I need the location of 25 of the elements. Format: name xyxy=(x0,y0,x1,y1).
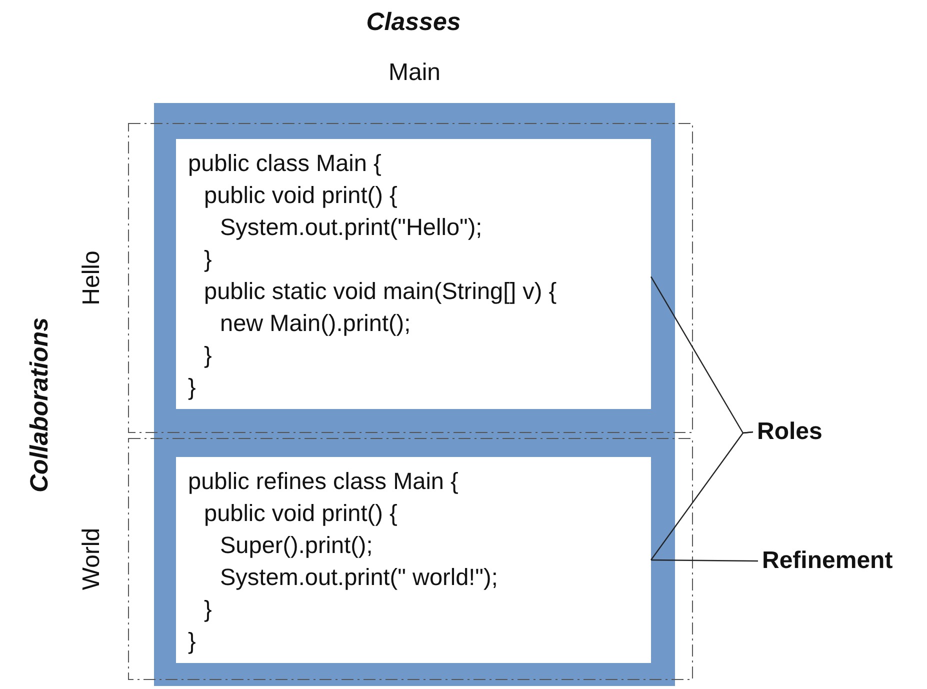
code-line: } xyxy=(203,595,213,624)
code-line: public class Main { xyxy=(188,149,382,178)
code-line: public static void main(String[] v) { xyxy=(203,277,558,306)
class-name: Main xyxy=(387,59,442,87)
diagram-title: Classes xyxy=(365,8,462,37)
leader-line xyxy=(650,431,754,560)
callout-label: Refinement xyxy=(762,547,893,575)
code-line: System.out.print(" world!"); xyxy=(219,563,499,592)
callout-label: Roles xyxy=(757,418,822,446)
collaboration-name: Hello xyxy=(78,250,106,306)
code-line: } xyxy=(203,341,213,370)
code-line: public void print() { xyxy=(203,181,398,210)
axis-label: Collaborations xyxy=(26,318,54,492)
code-line: System.out.print("Hello"); xyxy=(219,213,484,242)
code-line: public void print() { xyxy=(203,499,398,528)
code-line: new Main().print(); xyxy=(219,309,412,338)
code-line: Super().print(); xyxy=(219,531,374,560)
code-line: public refines class Main { xyxy=(188,467,460,496)
code-line: } xyxy=(188,627,197,656)
code-box xyxy=(176,457,651,663)
code-box xyxy=(176,139,651,409)
code-line: } xyxy=(188,373,197,402)
collaboration-name: World xyxy=(78,528,106,590)
code-line: } xyxy=(203,245,213,274)
leader-line xyxy=(651,559,758,562)
